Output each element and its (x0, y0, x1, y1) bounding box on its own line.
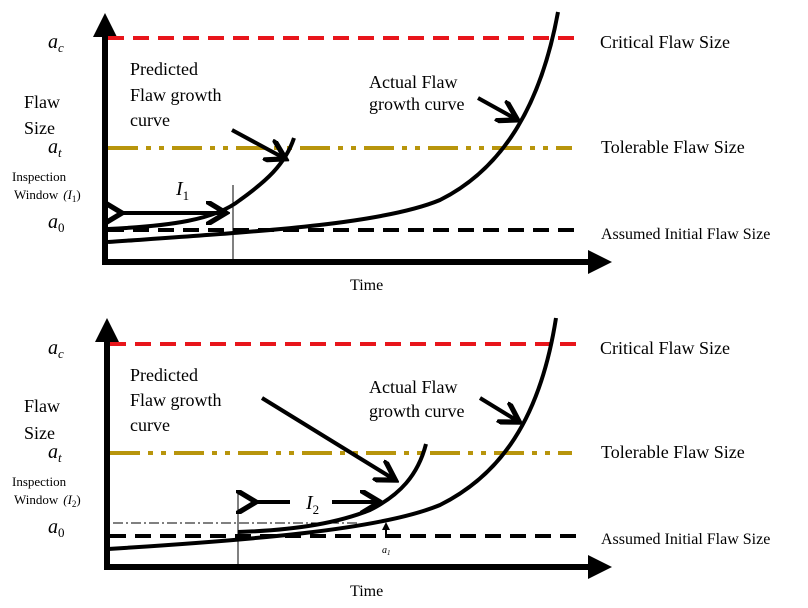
a1-label: a1 (382, 545, 391, 557)
window-label: Window(I2) (14, 492, 81, 509)
time-label: Time (350, 583, 383, 600)
initial-label: Assumed Initial Flaw Size (601, 226, 770, 243)
flaw-size-label-2: Size (24, 118, 55, 138)
ac-label: ac (48, 337, 64, 361)
window-label: Window(I1) (14, 187, 81, 204)
ac-label: ac (48, 31, 64, 55)
flaw-size-label-1: Flaw (24, 396, 60, 416)
panel-top: ac at a0 Flaw Size Inspection Window(I1)… (12, 11, 770, 294)
initial-label: Assumed Initial Flaw Size (601, 531, 770, 548)
at-label: at (48, 136, 62, 160)
predicted-pointer (260, 396, 392, 478)
actual-curve (107, 11, 560, 244)
tolerable-label: Tolerable Flaw Size (601, 442, 745, 462)
a0-label: a0 (48, 211, 65, 235)
flaw-size-label-2: Size (24, 423, 55, 443)
panel-bottom: ac at a0 a1 Flaw Size Inspection Window(… (12, 317, 770, 600)
a0-label: a0 (48, 516, 65, 540)
tolerable-label: Tolerable Flaw Size (601, 137, 745, 157)
at-label: at (48, 441, 62, 465)
interval-label: I1 (175, 178, 189, 203)
actual-pointer (477, 96, 514, 118)
inspection-label: Inspection (12, 169, 67, 184)
time-label: Time (350, 277, 383, 294)
interval-label: I2 (305, 492, 319, 517)
flaw-size-label-1: Flaw (24, 92, 60, 112)
inspection-label: Inspection (12, 474, 67, 489)
actual-curve (107, 317, 558, 551)
critical-label: Critical Flaw Size (600, 32, 730, 52)
actual-pointer (478, 396, 516, 420)
predicted-pointer (231, 128, 282, 157)
predicted-curve (107, 137, 296, 231)
critical-label: Critical Flaw Size (600, 338, 730, 358)
